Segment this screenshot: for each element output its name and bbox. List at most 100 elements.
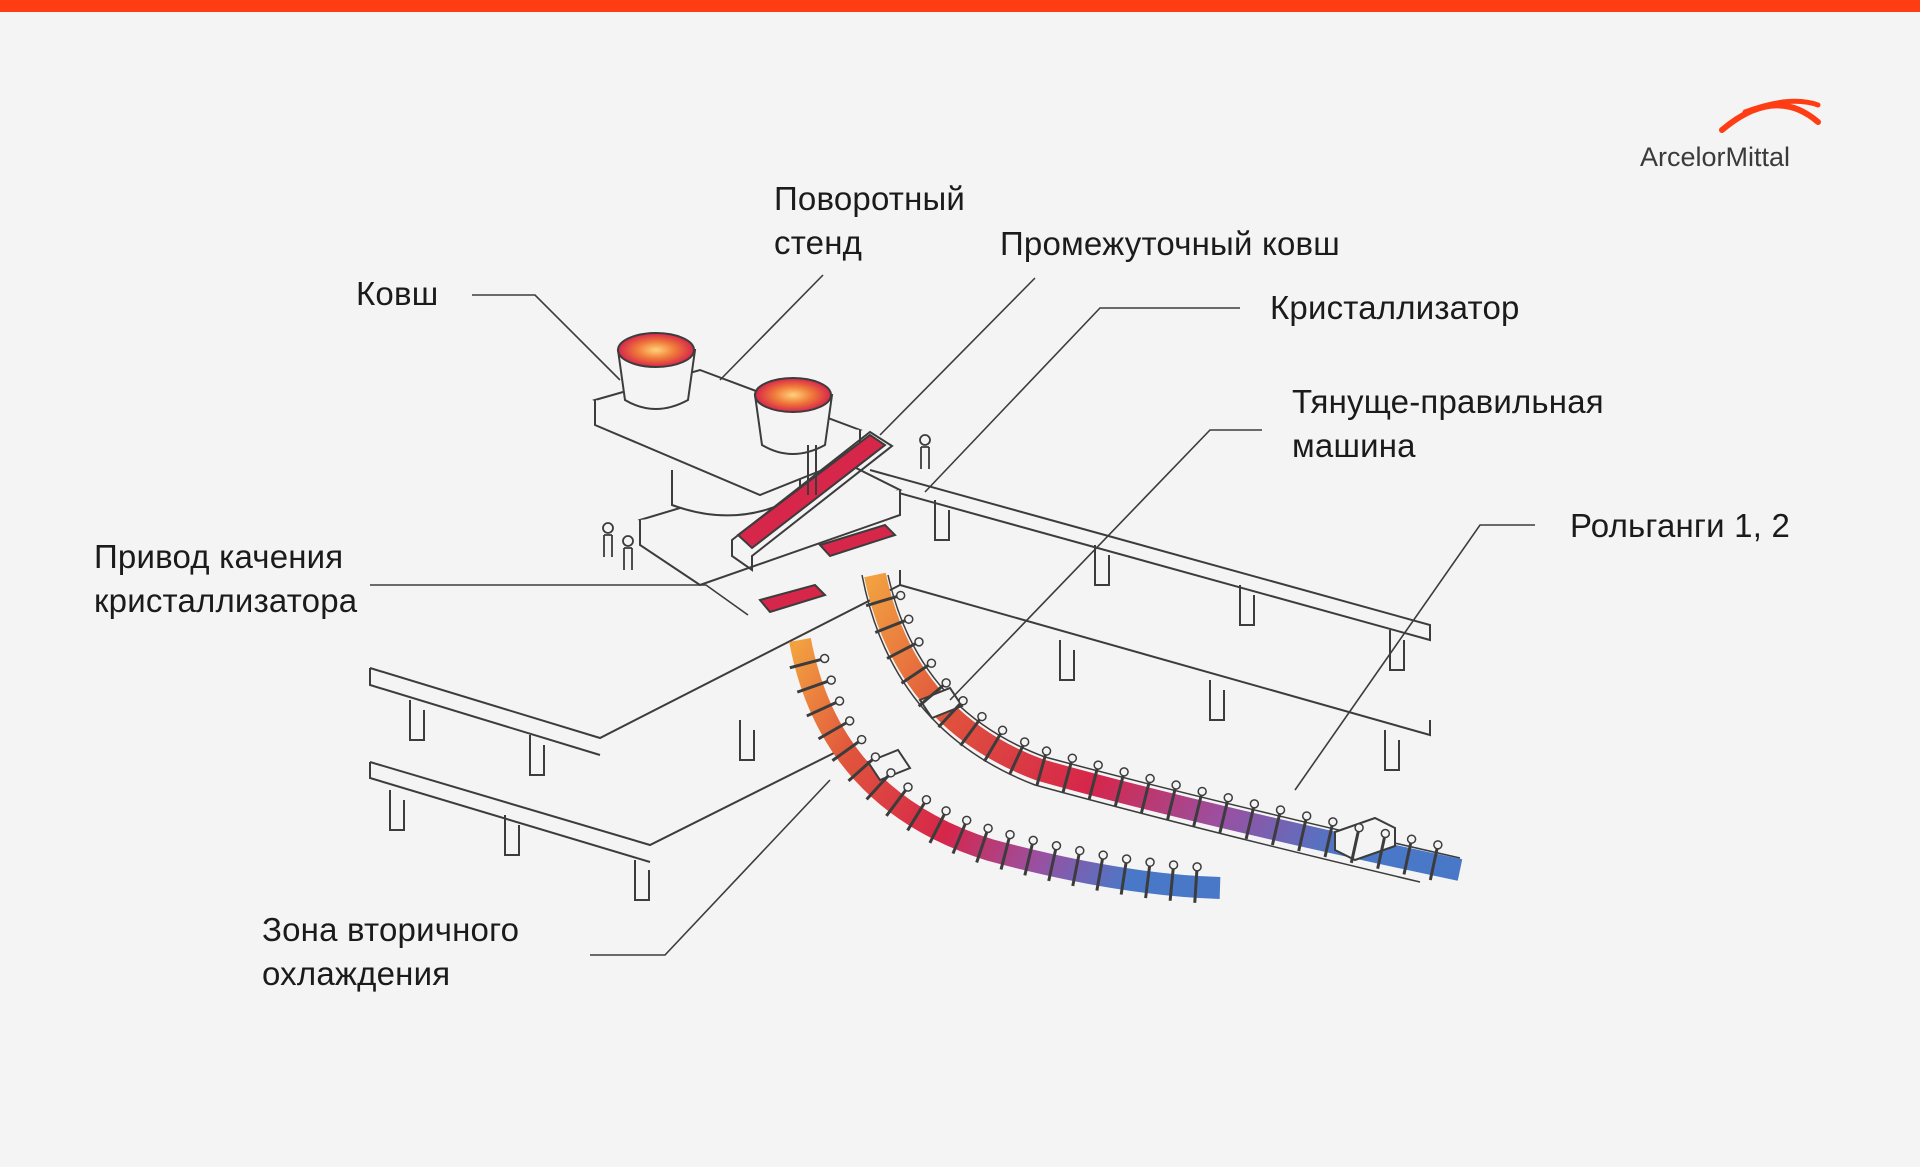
roller-end [1168, 860, 1179, 870]
roller-end [826, 675, 836, 685]
roller [917, 684, 945, 708]
roller-end [1051, 841, 1062, 851]
roller-end [1192, 862, 1202, 872]
roller [1047, 849, 1058, 882]
roller [1071, 854, 1081, 887]
roller [959, 718, 981, 747]
roller [999, 838, 1011, 870]
roller [928, 813, 946, 844]
roller-end [1406, 834, 1417, 844]
molds [758, 523, 897, 614]
roller [1023, 843, 1034, 876]
roller-end [926, 658, 937, 668]
roller-end [834, 696, 845, 706]
withdrawal-machines [866, 686, 1396, 862]
roller-end [941, 806, 951, 816]
roller-end [1093, 760, 1103, 770]
roller-end [1119, 767, 1129, 777]
roller [1349, 831, 1360, 864]
roller-end [895, 590, 906, 601]
rollers [789, 590, 1443, 903]
roller [983, 732, 1002, 763]
roller-end [921, 795, 932, 805]
roller [847, 758, 874, 782]
roller [1165, 788, 1177, 821]
strand-outlines [861, 574, 1461, 883]
roller [886, 642, 917, 660]
roller [1139, 782, 1151, 814]
roller [885, 789, 907, 817]
roller-end [1067, 753, 1078, 763]
roller [1061, 761, 1073, 794]
label-ladle: Ковш [356, 275, 439, 312]
label-oscillator-line1: Привод качения [94, 538, 344, 575]
roller [874, 619, 906, 634]
roller-end [870, 752, 881, 762]
roller-end [1171, 780, 1181, 790]
roller-end [1223, 792, 1233, 803]
roller [1270, 813, 1282, 846]
roller-end [961, 815, 972, 826]
roller-end [914, 637, 924, 647]
roller-end [1019, 737, 1030, 747]
roller-end [1354, 822, 1364, 833]
roller-end [958, 696, 968, 706]
roller-end [1028, 835, 1038, 846]
label-withdrawal-line1: Тянуще-правильная [1292, 383, 1604, 420]
roller [1144, 866, 1152, 899]
support-legs [389, 500, 1405, 901]
roller-end [1075, 845, 1085, 856]
roller [1192, 794, 1203, 827]
roller-end [819, 653, 830, 664]
roller [1218, 801, 1229, 834]
label-turret-line2: стенд [774, 224, 863, 261]
top-accent-bar [0, 0, 1920, 12]
roller [1119, 862, 1128, 895]
roller [1035, 754, 1047, 787]
brand-name: ArcelorMittal [1640, 142, 1791, 172]
roller [1402, 842, 1413, 875]
roller-end [1145, 857, 1155, 868]
label-withdrawal-line2: машина [1292, 427, 1416, 464]
roller-end [1098, 850, 1108, 860]
roller-end [1328, 817, 1338, 827]
roller-end [903, 614, 914, 624]
roller [937, 702, 962, 729]
roller-end [1275, 805, 1286, 815]
roller-end [1380, 828, 1391, 839]
roller-end [1005, 829, 1015, 840]
roller [817, 721, 847, 741]
roller-end [1041, 746, 1052, 756]
roller [1244, 807, 1255, 840]
roller-end [903, 782, 913, 792]
arcelormittal-arc-logo [1719, 98, 1821, 133]
roller [1376, 837, 1386, 869]
label-roller-tables: Рольганги 1, 2 [1570, 507, 1791, 544]
roller-end [856, 734, 867, 745]
label-cooling-zone-line2: охлаждения [262, 955, 451, 992]
roller [975, 831, 989, 863]
roller [1168, 868, 1175, 901]
roller [1193, 870, 1199, 903]
roller [1095, 858, 1104, 891]
roller-end [941, 678, 951, 688]
roller [865, 595, 898, 608]
ladle-right [753, 377, 834, 455]
platform-structure [369, 469, 1431, 901]
roller-end [1249, 799, 1260, 809]
roller-end [977, 711, 987, 722]
label-cooling-zone-line1: Зона вторичного [262, 911, 520, 948]
roller-end [983, 823, 993, 834]
roller [865, 774, 890, 801]
roller-end [1121, 854, 1132, 864]
roller [796, 680, 828, 694]
roller [789, 658, 822, 670]
roller [906, 802, 926, 832]
roller [951, 823, 967, 855]
roller [1008, 744, 1025, 776]
roller-end [844, 716, 855, 726]
ladle-left [616, 332, 697, 410]
roller [831, 740, 860, 762]
label-tundish: Промежуточный ковш [1000, 225, 1340, 262]
